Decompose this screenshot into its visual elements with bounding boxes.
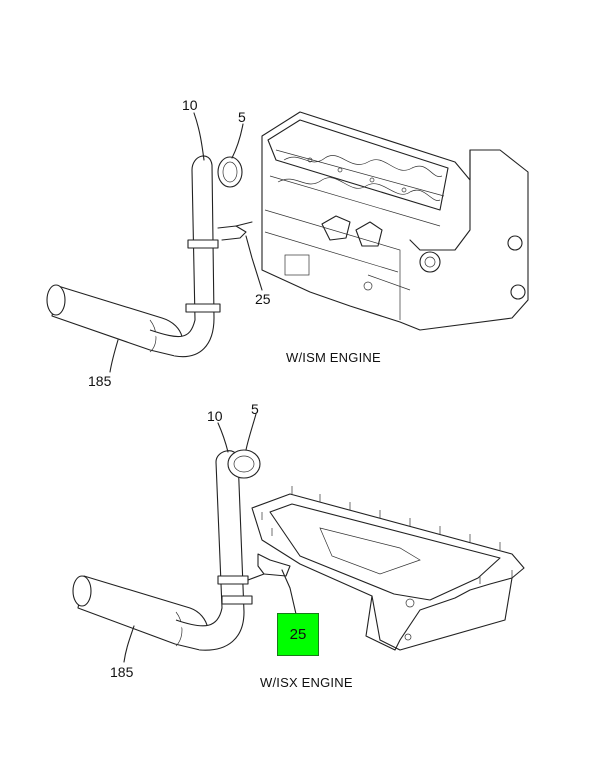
- ism-tube-assembly: [46, 155, 253, 358]
- callout-10-ism: 10: [182, 97, 198, 113]
- callout-5-isx: 5: [251, 401, 259, 417]
- caption-isx-engine: W/ISX ENGINE: [260, 675, 353, 690]
- ism-engine-drawing: [261, 111, 529, 331]
- callout-5-ism: 5: [238, 109, 246, 125]
- caption-ism-engine: W/ISM ENGINE: [286, 350, 381, 365]
- leader-lines: [109, 112, 297, 663]
- callout-10-isx: 10: [207, 408, 223, 424]
- part-25-hotspot[interactable]: 25: [277, 613, 319, 656]
- callout-25-ism: 25: [255, 291, 271, 307]
- callout-185-isx: 185: [110, 664, 134, 680]
- isx-tube-assembly: [72, 449, 291, 651]
- callout-185-ism: 185: [88, 373, 112, 389]
- isx-oil-pan-drawing: [251, 486, 525, 651]
